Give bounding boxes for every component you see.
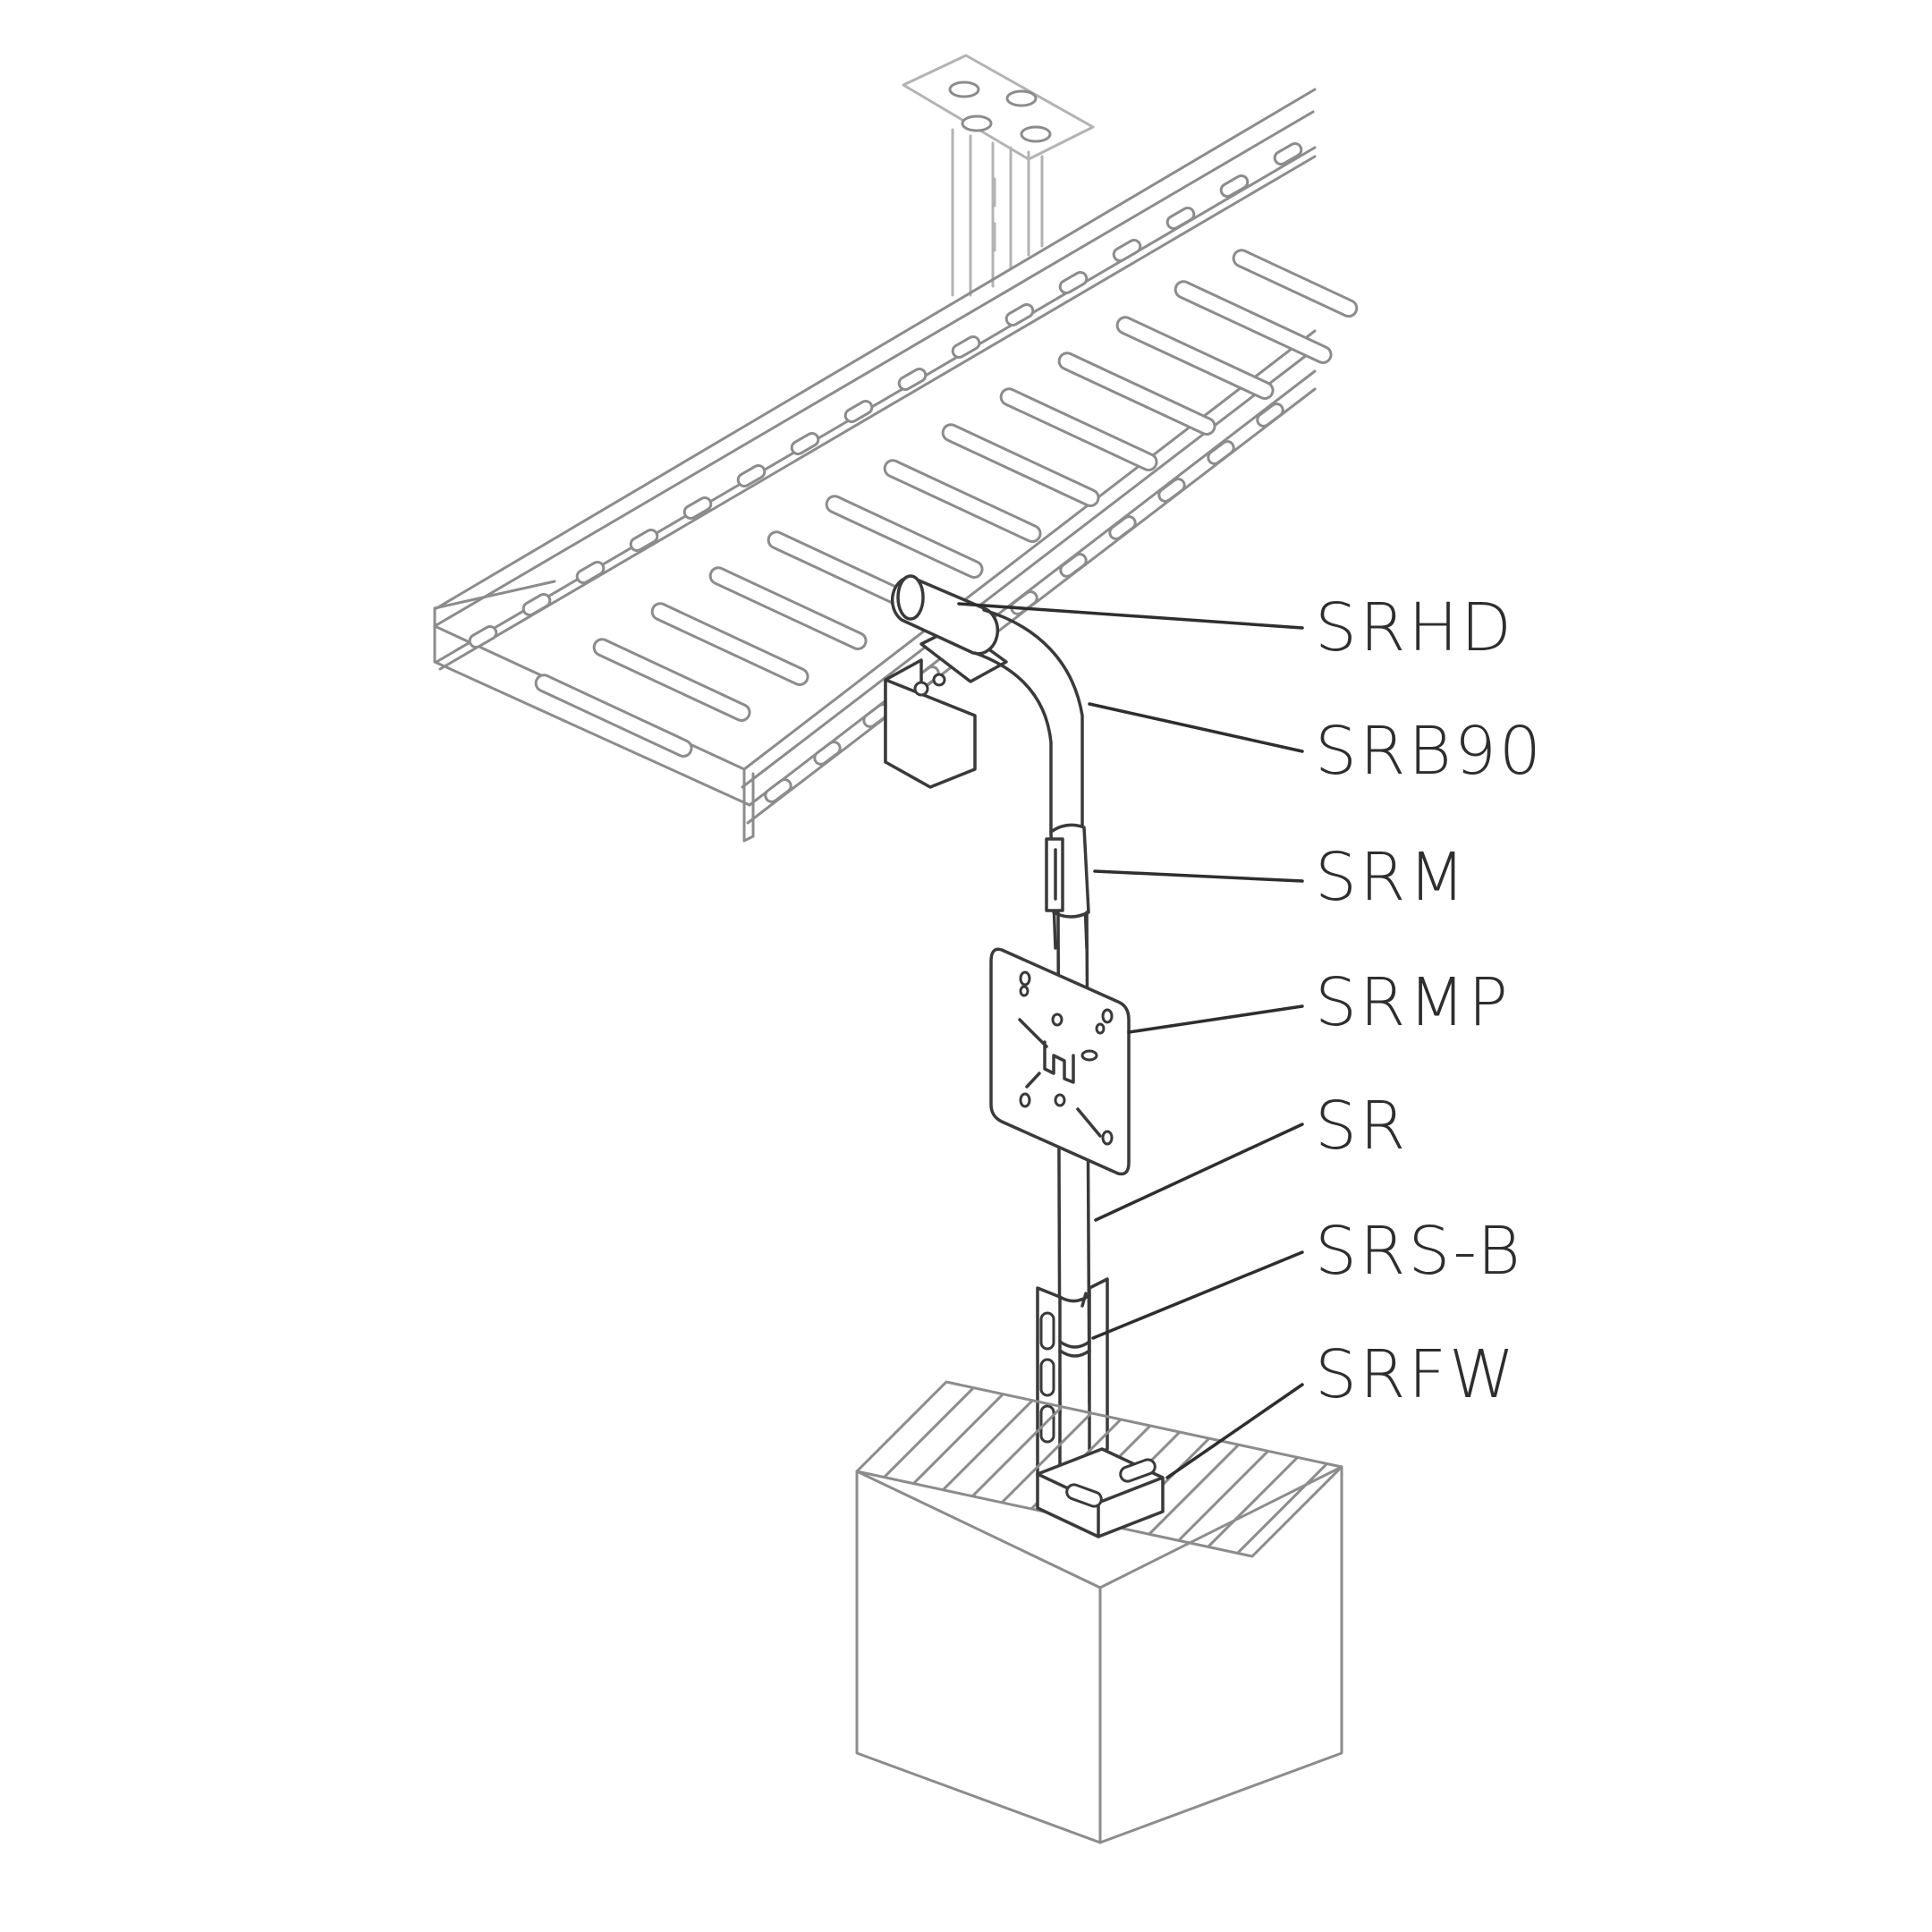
leader-srmp (1127, 1004, 1304, 1034)
callout-sr: SR (1315, 1088, 1408, 1165)
callout-srhd: SRHD (1315, 589, 1514, 666)
callout-labels: SRHD SRB90 SRM SRMP SR SRS-B SRFW (1315, 589, 1544, 1413)
ceiling-hanger-bracket (902, 54, 1095, 297)
callout-srfw: SRFW (1315, 1336, 1517, 1413)
leader-lines (957, 602, 1304, 1479)
leader-sr (1094, 1123, 1304, 1222)
leader-srfw (1165, 1383, 1304, 1479)
cable-tray (433, 88, 1359, 843)
leader-srm (1093, 869, 1304, 883)
callout-srmp: SRMP (1315, 964, 1511, 1041)
srb90-bend (973, 608, 1084, 834)
callout-srs-b: SRS-B (1315, 1213, 1523, 1290)
srhd-tray-clamp (884, 574, 1008, 789)
callout-srm: SRM (1315, 839, 1468, 916)
srmp-mounting-plate (989, 947, 1131, 1176)
leader-srhd (957, 602, 1304, 630)
srfw-foot-bracket (1036, 1447, 1165, 1538)
leader-srb90 (1088, 702, 1304, 753)
leader-srs-b (1091, 1250, 1304, 1340)
callout-srb90: SRB90 (1315, 713, 1544, 790)
